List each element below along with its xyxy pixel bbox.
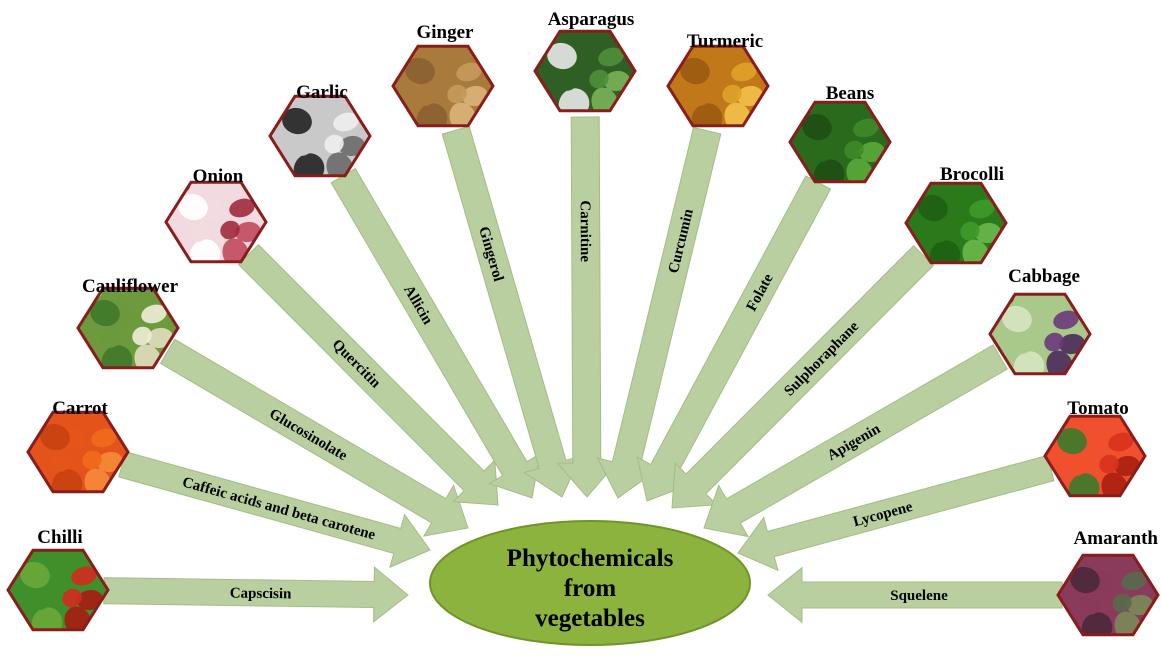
vegetable-badge-turmeric: Turmeric — [660, 31, 768, 141]
compound-label-chilli: Capscisin — [230, 585, 293, 602]
vegetable-badge-asparagus: Asparagus — [527, 9, 635, 126]
vegetable-name-garlic: Garlic — [296, 82, 348, 103]
arrow-asparagus — [557, 117, 616, 497]
vegetable-badge-tomato: Tomato — [1037, 398, 1145, 511]
vegetable-name-chilli: Chilli — [37, 527, 82, 548]
vegetable-badge-carrot: Carrot — [20, 398, 128, 507]
vegetable-name-carrot: Carrot — [52, 398, 108, 419]
hub-ellipse-group: Phytochemicals from vegetables — [430, 521, 750, 645]
vegetable-badge-ginger: Ginger — [385, 22, 493, 141]
hub-title-line-1: Phytochemicals — [507, 545, 674, 572]
vegetable-badge-beans: Beans — [782, 83, 890, 197]
vegetable-name-cabbage: Cabbage — [1008, 266, 1080, 287]
compound-label-brocolli: Sulphoraphane — [781, 318, 862, 399]
vegetable-badge-cauliflower: Cauliflower — [70, 276, 179, 383]
compound-label-asparagus: Carnitine — [577, 200, 593, 262]
compound-label-carrot: Caffeic acids and beta carotene — [180, 474, 377, 543]
hub-title-line-3: vegetables — [535, 605, 645, 632]
vegetable-name-turmeric: Turmeric — [687, 31, 763, 52]
vegetable-name-amaranth: Amaranth — [1074, 528, 1159, 549]
vegetable-badge-chilli: Chilli — [0, 527, 108, 645]
vegetable-name-ginger: Ginger — [417, 22, 475, 43]
vegetable-name-asparagus: Asparagus — [548, 9, 635, 30]
vegetable-name-tomato: Tomato — [1067, 398, 1129, 419]
hub-title-line-2: from — [564, 575, 616, 602]
arrow-turmeric — [597, 127, 720, 498]
vegetable-name-onion: Onion — [193, 166, 244, 187]
vegetable-name-brocolli: Brocolli — [940, 164, 1004, 185]
vegetable-name-beans: Beans — [826, 83, 875, 104]
compound-label-amaranth: Squelene — [890, 588, 948, 604]
vegetable-name-cauliflower: Cauliflower — [82, 276, 179, 297]
vegetable-badge-amaranth: Amaranth — [1050, 528, 1158, 650]
